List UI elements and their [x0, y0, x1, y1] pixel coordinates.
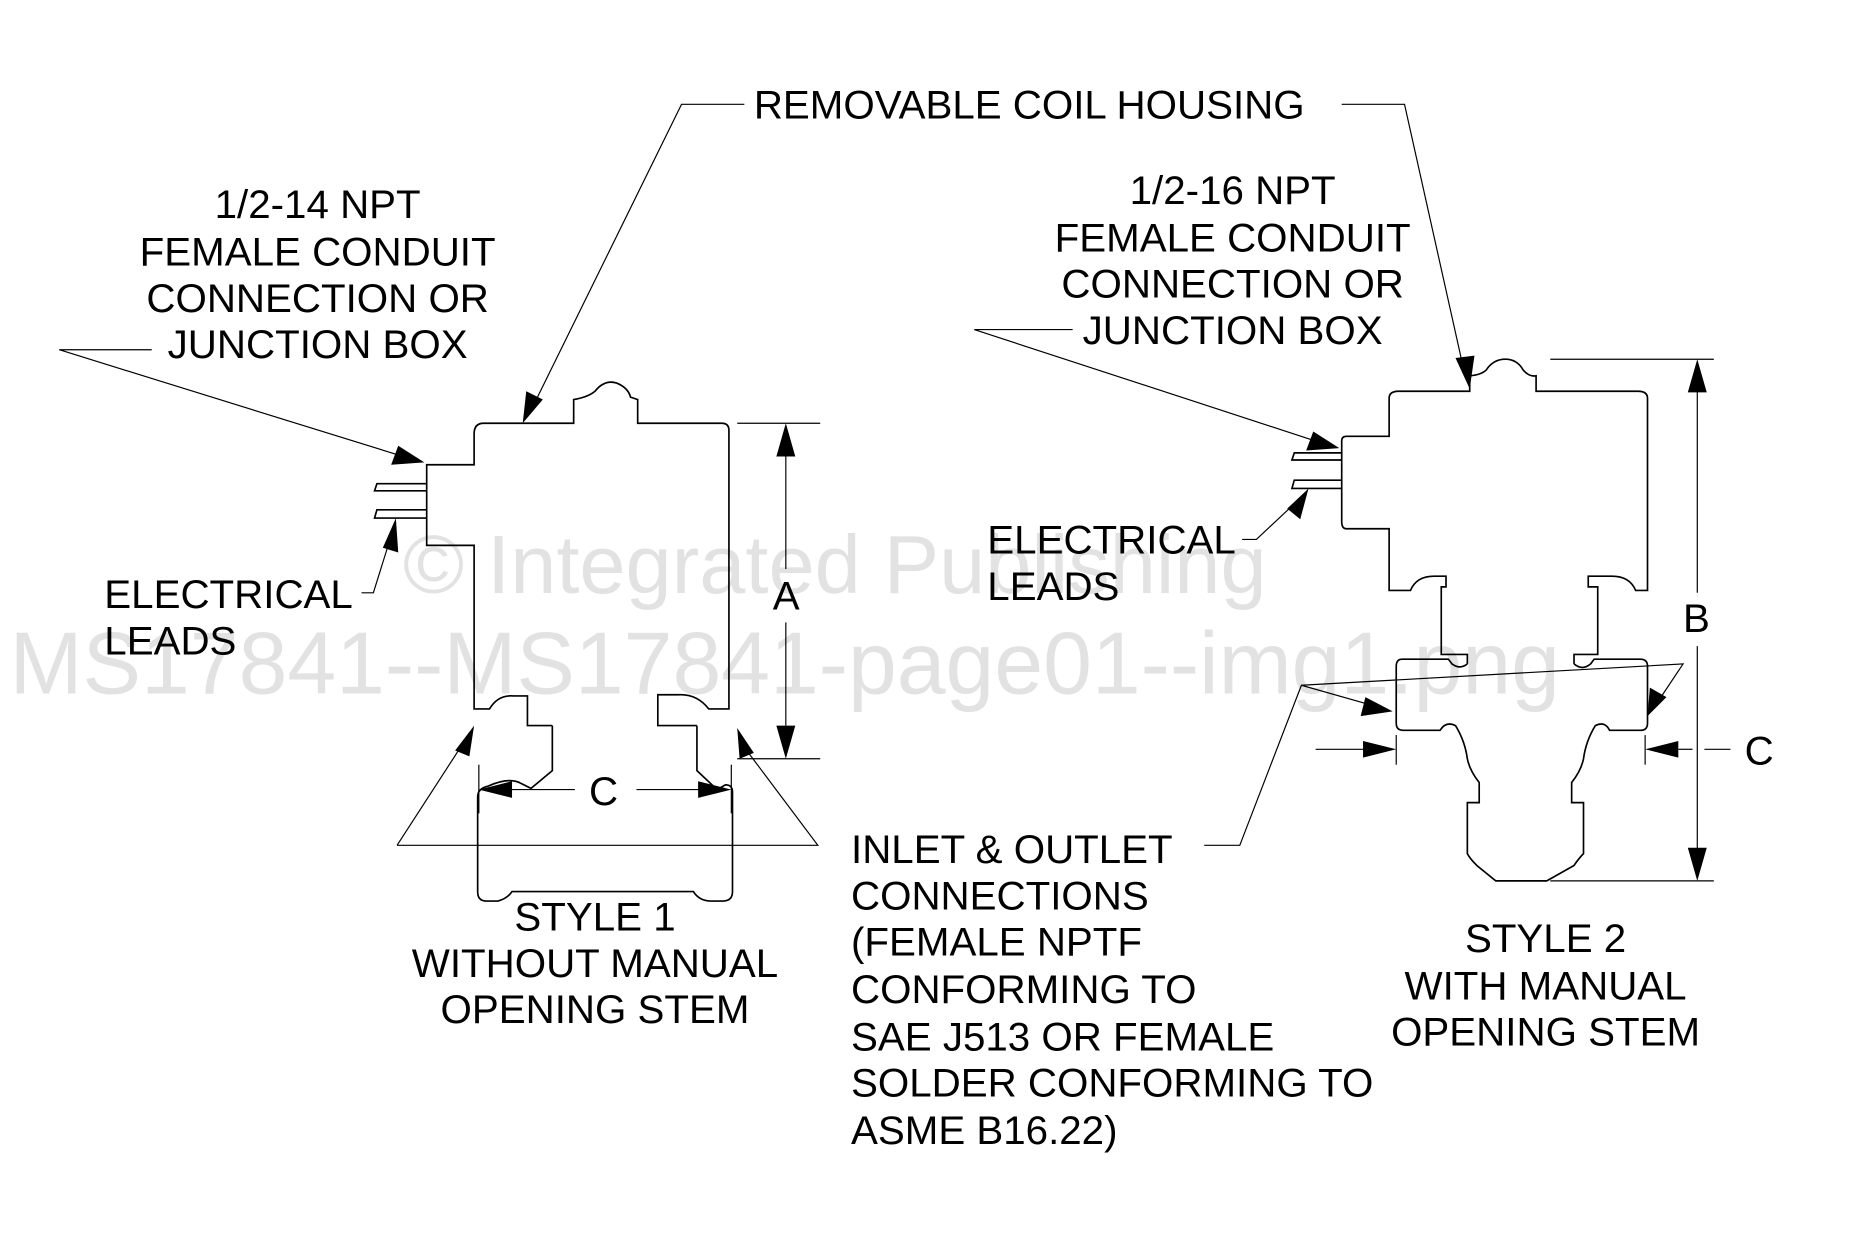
dimension-label-c: C — [589, 769, 618, 814]
label-line: CONNECTIONS — [851, 873, 1149, 918]
label-text: REMOVABLE COIL HOUSING — [754, 83, 1305, 128]
arrowhead-icon — [1645, 740, 1679, 758]
arrowhead-icon — [522, 391, 543, 424]
caption-style1: STYLE 1 WITHOUT MANUAL OPENING STEM — [412, 895, 778, 1032]
label-line: 1/2-16 NPT — [1130, 168, 1336, 213]
caption-line: OPENING STEM — [441, 987, 750, 1032]
label-line: ELECTRICAL — [104, 572, 353, 617]
arrowhead-icon — [478, 781, 513, 798]
watermark: © Integrated Publishing MS17841--MS17841… — [9, 518, 1559, 713]
label-line: LEADS — [987, 564, 1119, 609]
style1-dimension-c: C — [478, 764, 732, 814]
arrowhead-icon — [1647, 687, 1667, 717]
arrowhead-icon — [1306, 431, 1340, 451]
arrowhead-icon — [698, 781, 732, 798]
label-style2-leads: ELECTRICAL LEADS — [987, 518, 1236, 609]
caption-line: WITHOUT MANUAL — [412, 941, 778, 986]
label-line: SAE J513 OR FEMALE — [851, 1014, 1274, 1059]
arrowhead-icon — [1287, 488, 1309, 520]
label-line: JUNCTION BOX — [1083, 308, 1383, 353]
style2-leaders — [974, 103, 1685, 846]
arrowhead-icon — [391, 445, 425, 465]
arrowhead-icon — [1687, 847, 1707, 881]
dimension-label-b: B — [1683, 596, 1710, 641]
style1-dimension-a: A — [737, 422, 821, 760]
dimension-label-c2: C — [1745, 729, 1774, 774]
dimension-label-a: A — [773, 573, 800, 618]
arrowhead-icon — [455, 725, 475, 757]
label-line: CONFORMING TO — [851, 967, 1196, 1012]
style1-leaders — [59, 103, 820, 846]
label-line: SOLDER CONFORMING TO — [851, 1061, 1373, 1106]
label-line: CONNECTION OR — [146, 276, 488, 321]
arrowhead-icon — [1687, 359, 1707, 393]
caption-line: STYLE 1 — [514, 895, 675, 940]
arrowhead-icon — [737, 727, 754, 759]
label-line: FEMALE CONDUIT — [140, 230, 496, 275]
label-inlet-outlet: INLET & OUTLET CONNECTIONS (FEMALE NPTF … — [851, 827, 1373, 1153]
label-removable-coil-housing: REMOVABLE COIL HOUSING — [754, 83, 1305, 128]
arrowhead-icon — [776, 423, 796, 457]
watermark-line2: MS17841--MS17841-page01--img1.png — [9, 615, 1559, 713]
label-line: ASME B16.22) — [851, 1108, 1118, 1153]
style2-dimension-b: B — [1550, 358, 1714, 882]
style2-valve-outline — [1290, 358, 1649, 882]
label-line: JUNCTION BOX — [168, 322, 468, 367]
arrowhead-icon — [1455, 355, 1475, 389]
arrowhead-icon — [776, 725, 796, 759]
label-line: ELECTRICAL — [987, 518, 1236, 563]
label-line: LEADS — [104, 618, 236, 663]
label-line: INLET & OUTLET — [851, 827, 1173, 872]
label-line: CONNECTION OR — [1061, 262, 1403, 307]
caption-line: OPENING STEM — [1391, 1010, 1700, 1055]
caption-line: WITH MANUAL — [1405, 963, 1687, 1008]
label-style2-conduit: 1/2-16 NPT FEMALE CONDUIT CONNECTION OR … — [1055, 168, 1411, 353]
caption-line: STYLE 2 — [1465, 916, 1626, 961]
caption-style2: STYLE 2 WITH MANUAL OPENING STEM — [1391, 916, 1700, 1055]
style2-dimension-c: C — [1315, 729, 1774, 774]
label-style1-conduit: 1/2-14 NPT FEMALE CONDUIT CONNECTION OR … — [140, 182, 496, 367]
label-line: 1/2-14 NPT — [215, 182, 421, 227]
label-style1-leads: ELECTRICAL LEADS — [104, 572, 353, 663]
watermark-line1: © Integrated Publishing — [403, 518, 1267, 611]
label-line: (FEMALE NPTF — [851, 920, 1142, 965]
label-line: FEMALE CONDUIT — [1055, 215, 1411, 260]
arrowhead-icon — [382, 518, 399, 553]
arrowhead-icon — [1363, 740, 1397, 758]
arrowhead-icon — [1360, 697, 1393, 717]
